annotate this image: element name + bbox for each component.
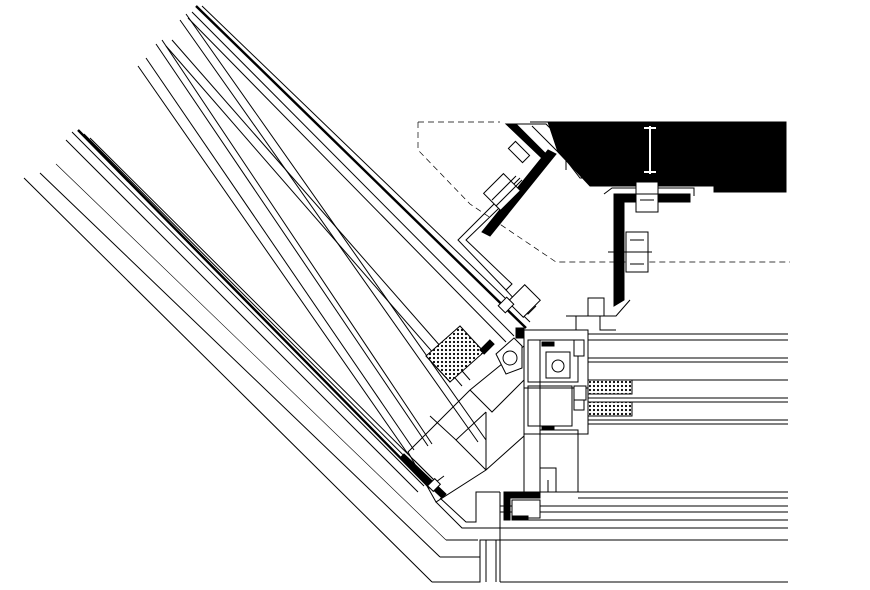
sloped-glass-unit (165, 5, 531, 387)
steel-beam-section (530, 121, 787, 193)
sloped-outer-panel-lines (23, 13, 487, 583)
corner-mullion-node (479, 327, 589, 435)
corner-sill (432, 491, 500, 583)
horizontal-glass-unit (573, 333, 788, 425)
steel-support-bracket (417, 121, 790, 318)
vertical-angle-bracket (566, 181, 695, 331)
lower-transom-profile (499, 429, 788, 583)
